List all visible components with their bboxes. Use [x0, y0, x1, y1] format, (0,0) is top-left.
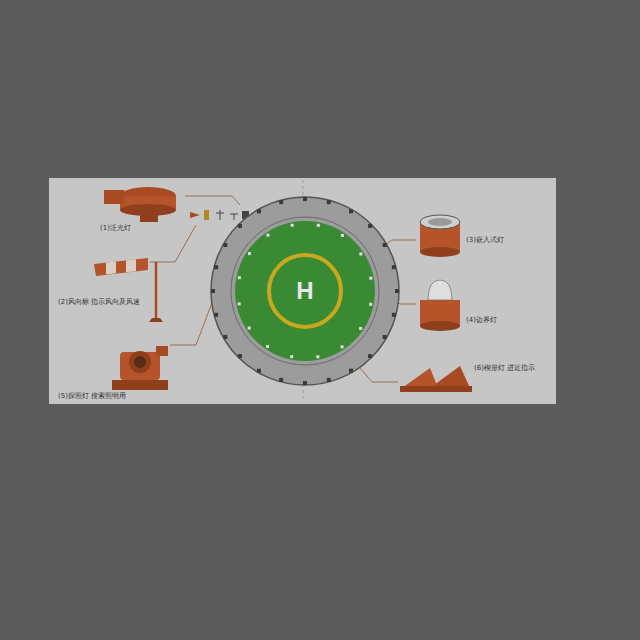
panel	[49, 178, 556, 404]
windsock-illustration	[94, 258, 163, 322]
part-label: (4)边界灯	[466, 316, 497, 325]
floodlight-illustration	[104, 187, 176, 222]
part-label: (1)泛光灯	[100, 224, 131, 233]
searchlight-illustration	[112, 346, 168, 390]
icon-row	[190, 210, 249, 220]
inset-light-illustration	[420, 215, 460, 257]
part-label: (5)探照灯 搜索照明用	[58, 392, 126, 401]
wedge-light-illustration	[400, 366, 472, 392]
part-label: (3)嵌入式灯	[466, 236, 504, 245]
part-label: (2)风向标 指示风向及风速	[58, 298, 140, 307]
helipad-circle: H	[210, 196, 400, 386]
perimeter-light-illustration	[420, 280, 460, 331]
part-label: (6)楔形灯 进近指示	[474, 364, 535, 373]
helipad-marking: H	[296, 277, 313, 305]
